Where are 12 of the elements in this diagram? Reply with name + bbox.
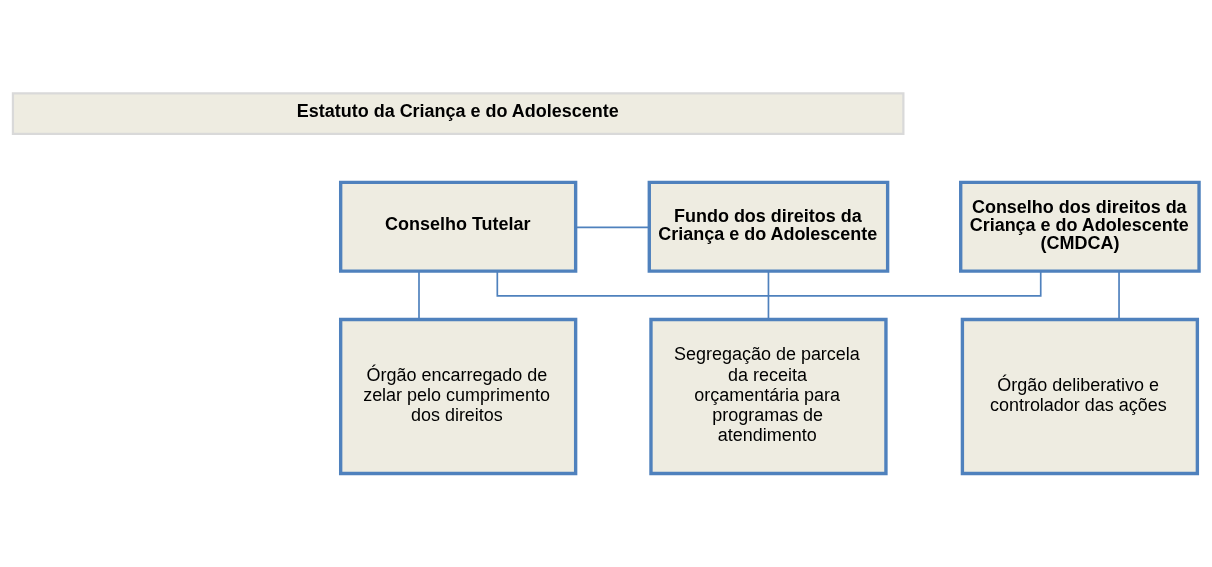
connector bbox=[418, 270, 420, 321]
connector bbox=[496, 270, 1042, 297]
node-box: Órgão encarregado de zelar pelo cumprimento dos direitos bbox=[339, 317, 578, 476]
node-box: Conselho dos direitos da Criança e do Adolescente (CMDCA) bbox=[959, 180, 1201, 273]
node-box: Segregação de parcela da receita orçamentária para programas de atendimento bbox=[649, 317, 888, 476]
node-box: Conselho Tutelar bbox=[339, 180, 578, 273]
node-box: Órgão deliberativo e controlador das ações bbox=[960, 317, 1200, 476]
connector bbox=[767, 270, 770, 321]
connector bbox=[575, 226, 651, 229]
node-box: Estatuto da Criança e do Adolescente bbox=[11, 92, 905, 136]
node-box: Fundo dos direitos da Criança e do Adolescente bbox=[647, 180, 890, 273]
connector bbox=[1118, 270, 1120, 321]
